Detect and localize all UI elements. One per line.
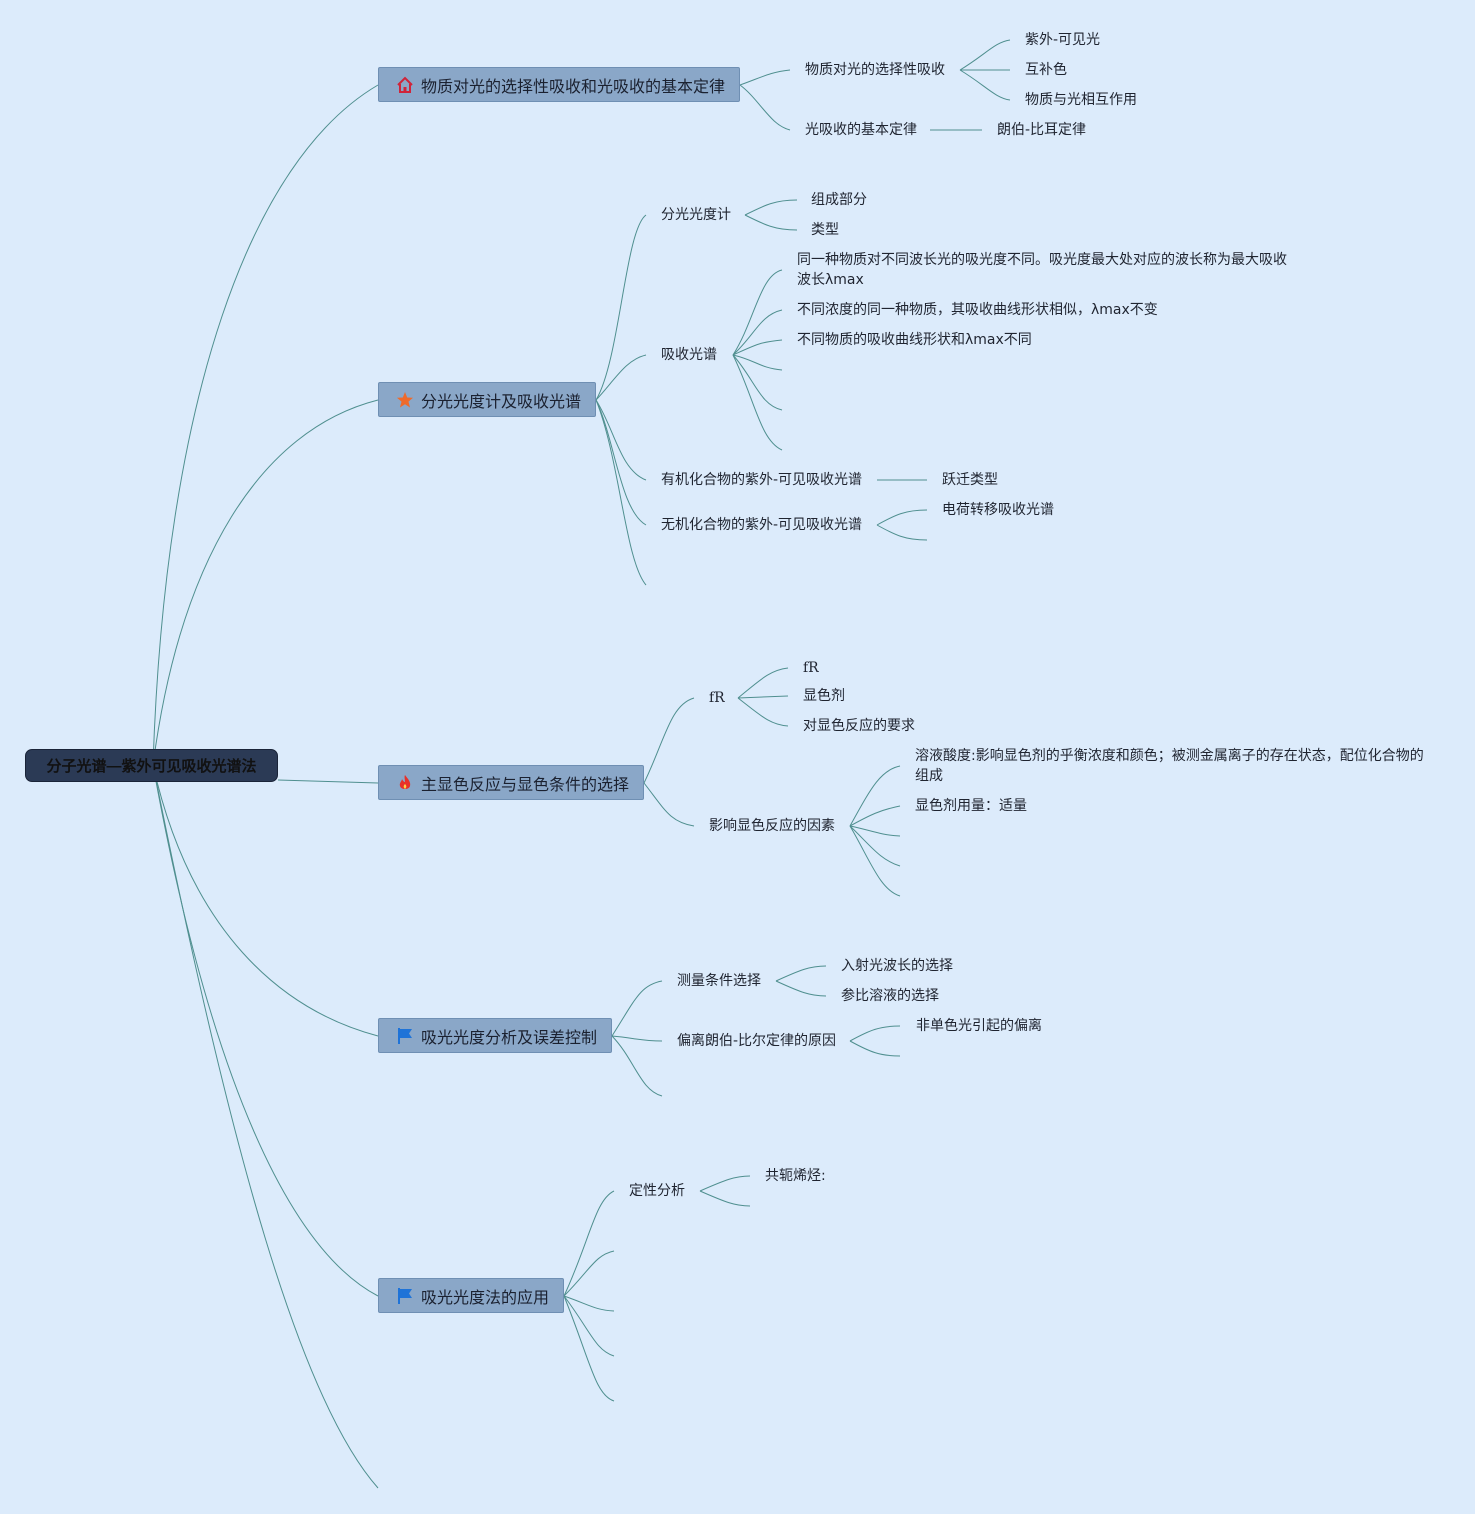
leaf-solution-acidity[interactable]: 溶液酸度:影响显色剂的乎衡浓度和颜色；被测金属离子的存在状态，配位化合物的组成 xyxy=(915,748,1424,784)
topic-error-control[interactable]: 吸光光度分析及误差控制 xyxy=(378,1018,612,1053)
leaf-same-substance-concentrations[interactable]: 不同浓度的同一种物质，其吸收曲线形状相似，λmax不变 xyxy=(797,302,1158,318)
subtopic-organic-spectrum[interactable]: 有机化合物的紫外-可见吸收光谱 xyxy=(661,472,863,488)
leaf-uv-visible[interactable]: 紫外-可见光 xyxy=(1025,32,1101,48)
flag-icon xyxy=(395,1026,415,1046)
subtopic-inorganic-spectrum[interactable]: 无机化合物的紫外-可见吸收光谱 xyxy=(661,517,863,533)
fire-icon xyxy=(395,773,415,793)
flag-icon xyxy=(395,1286,415,1306)
leaf-complementary-color[interactable]: 互补色 xyxy=(1025,62,1067,78)
subtopic-spectrophotometer[interactable]: 分光光度计 xyxy=(661,207,731,223)
topic-label: 物质对光的选择性吸收和光吸收的基本定律 xyxy=(421,76,726,96)
leaf-chromogenic-agent[interactable]: 显色剂 xyxy=(803,688,845,704)
leaf-different-substances[interactable]: 不同物质的吸收曲线形状和λmax不同 xyxy=(797,332,1032,348)
leaf-lambda-max-definition[interactable]: 同一种物质对不同波长光的吸光度不同。吸光度最大处对应的波长称为最大吸收波长λma… xyxy=(797,252,1287,288)
topic-label: 吸光光度法的应用 xyxy=(421,1287,550,1307)
topic-application[interactable]: 吸光光度法的应用 xyxy=(378,1278,564,1313)
leaf-agent-dosage[interactable]: 显色剂用量：适量 xyxy=(915,798,1027,814)
root-topic[interactable]: 分子光谱—紫外可见吸收光谱法 xyxy=(25,749,278,782)
root-topic-label: 分子光谱—紫外可见吸收光谱法 xyxy=(46,758,257,775)
leaf-transition-types[interactable]: 跃迁类型 xyxy=(942,472,998,488)
leaf-matter-light-interaction[interactable]: 物质与光相互作用 xyxy=(1025,92,1137,108)
subtopic-fr[interactable]: fR xyxy=(709,690,725,706)
leaf-wavelength-selection[interactable]: 入射光波长的选择 xyxy=(841,958,953,974)
subtopic-qualitative-analysis[interactable]: 定性分析 xyxy=(629,1183,685,1199)
topic-label: 吸光光度分析及误差控制 xyxy=(421,1027,598,1047)
leaf-conjugated-dienes[interactable]: 共轭烯烃: xyxy=(765,1168,826,1184)
leaf-reaction-requirements[interactable]: 对显色反应的要求 xyxy=(803,718,915,734)
subtopic-absorption-spectrum[interactable]: 吸收光谱 xyxy=(661,347,717,363)
subtopic-absorption-law[interactable]: 光吸收的基本定律 xyxy=(805,122,917,138)
leaf-fr[interactable]: fR xyxy=(803,660,819,676)
leaf-nonmonochromatic-light[interactable]: 非单色光引起的偏离 xyxy=(916,1018,1042,1034)
home-icon xyxy=(395,75,415,95)
subtopic-measurement-conditions[interactable]: 测量条件选择 xyxy=(677,973,761,989)
topic-selective-absorption[interactable]: 物质对光的选择性吸收和光吸收的基本定律 xyxy=(378,67,740,102)
subtopic-deviation-causes[interactable]: 偏离朗伯-比尔定律的原因 xyxy=(677,1033,837,1049)
leaf-lambert-beer[interactable]: 朗伯-比耳定律 xyxy=(997,122,1087,138)
leaf-types[interactable]: 类型 xyxy=(811,222,839,238)
leaf-charge-transfer[interactable]: 电荷转移吸收光谱 xyxy=(942,502,1054,518)
subtopic-selective-absorption[interactable]: 物质对光的选择性吸收 xyxy=(805,62,945,78)
topic-spectrophotometer[interactable]: 分光光度计及吸收光谱 xyxy=(378,382,596,417)
topic-label: 主显色反应与显色条件的选择 xyxy=(421,774,630,794)
star-icon xyxy=(395,390,415,410)
leaf-components[interactable]: 组成部分 xyxy=(811,192,867,208)
topic-label: 分光光度计及吸收光谱 xyxy=(421,391,582,411)
subtopic-influencing-factors[interactable]: 影响显色反应的因素 xyxy=(709,818,835,834)
topic-color-reaction[interactable]: 主显色反应与显色条件的选择 xyxy=(378,765,644,800)
leaf-reference-solution[interactable]: 参比溶液的选择 xyxy=(841,988,939,1004)
